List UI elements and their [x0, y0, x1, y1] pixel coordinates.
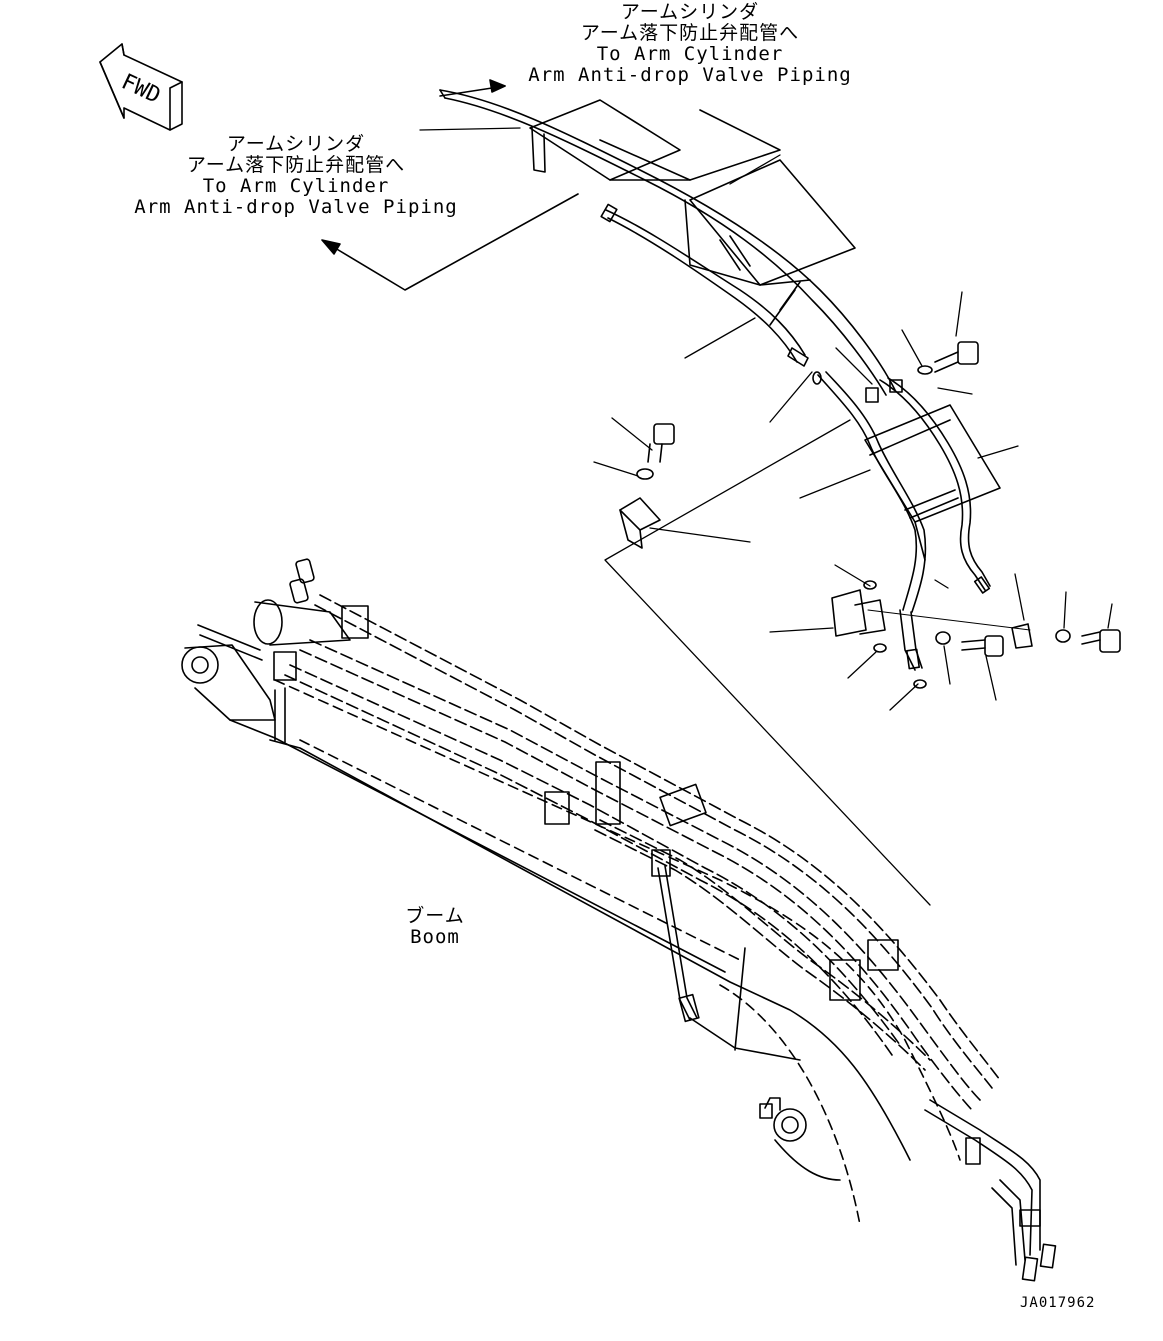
fwd-arrow-icon: FWD	[99, 43, 183, 131]
label-to-arm-cylinder-top: アームシリンダ アーム落下防止弁配管へ To Arm Cylinder Arm …	[520, 2, 860, 86]
label-en-line1: To Arm Cylinder	[202, 175, 390, 197]
top-label-leader	[439, 79, 506, 97]
leader-lines	[419, 127, 1113, 906]
label-boom-jp: ブーム	[405, 905, 465, 927]
boom-structure	[181, 558, 1057, 1282]
upper-pipe-assembly	[439, 89, 1001, 671]
label-jp-line1: アームシリンダ	[226, 133, 366, 155]
label-jp-line1: アームシリンダ	[620, 1, 760, 23]
label-en-line1: To Arm Cylinder	[596, 43, 784, 65]
label-boom: ブーム Boom	[395, 906, 475, 948]
label-jp-line2: アーム落下防止弁配管へ	[186, 154, 406, 176]
hardware-parts	[619, 341, 1121, 689]
fwd-label: FWD	[118, 69, 165, 108]
drawing-number: JA017962	[1020, 1295, 1096, 1311]
label-jp-line2: アーム落下防止弁配管へ	[580, 22, 800, 44]
label-boom-en: Boom	[410, 926, 460, 948]
left-label-leader	[321, 193, 579, 291]
label-en-line2: Arm Anti-drop Valve Piping	[134, 196, 458, 218]
label-en-line2: Arm Anti-drop Valve Piping	[528, 64, 852, 86]
label-to-arm-cylinder-left: アームシリンダ アーム落下防止弁配管へ To Arm Cylinder Arm …	[126, 134, 466, 218]
